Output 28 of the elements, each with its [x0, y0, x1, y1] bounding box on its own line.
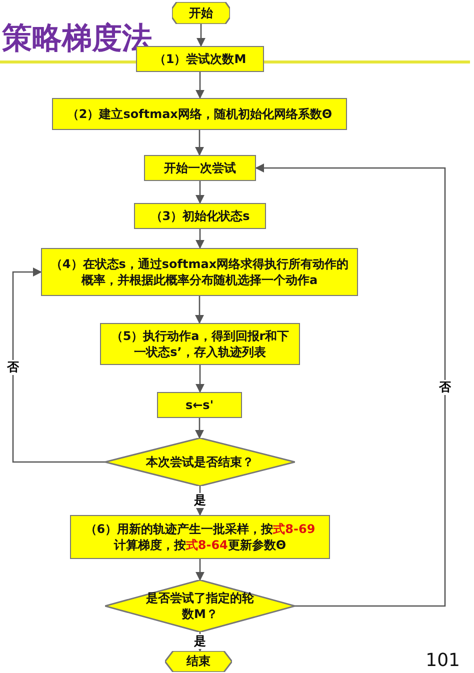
arrow [196, 24, 206, 47]
process-box: （6）用新的轨迹产生一批采样，按式8-69计算梯度，按式8-64更新参数Θ [70, 515, 330, 559]
process-box: （2）建立softmax网络，随机初始化网络系数Θ [52, 98, 347, 130]
arrow [195, 559, 205, 581]
arrow [195, 365, 205, 393]
terminal-shape: 结束 [165, 651, 232, 672]
arrow [195, 181, 205, 204]
terminal-shape: 开始 [172, 2, 230, 24]
edge-label: 否 [6, 360, 20, 375]
arrow [194, 418, 204, 439]
arrow [195, 72, 205, 99]
arrow [12, 267, 105, 463]
edge-label: 是 [193, 493, 207, 508]
edge-label: 是 [193, 634, 207, 650]
process-box: s←s' [157, 392, 242, 418]
arrow [195, 229, 205, 249]
process-box: （4）在状态s，通过softmax网络求得执行所有动作的概率，并根据此概率分布随机选择一个动作a [41, 248, 358, 296]
page-number: 101 [426, 650, 460, 671]
process-box: （3）初始化状态s [134, 203, 266, 229]
process-box: （5）执行动作a，得到回报r和下一状态s’，存入轨迹列表 [100, 323, 300, 365]
decision-diamond: 是否尝试了指定的轮数M？ [105, 580, 295, 632]
edge-label: 否 [438, 380, 452, 395]
decision-diamond: 本次尝试是否结束？ [105, 438, 295, 486]
arrow [194, 130, 204, 156]
arrow [194, 296, 204, 324]
process-box: （1）尝试次数M [136, 46, 264, 72]
process-box: 开始一次尝试 [144, 155, 256, 181]
arrow [255, 163, 446, 607]
